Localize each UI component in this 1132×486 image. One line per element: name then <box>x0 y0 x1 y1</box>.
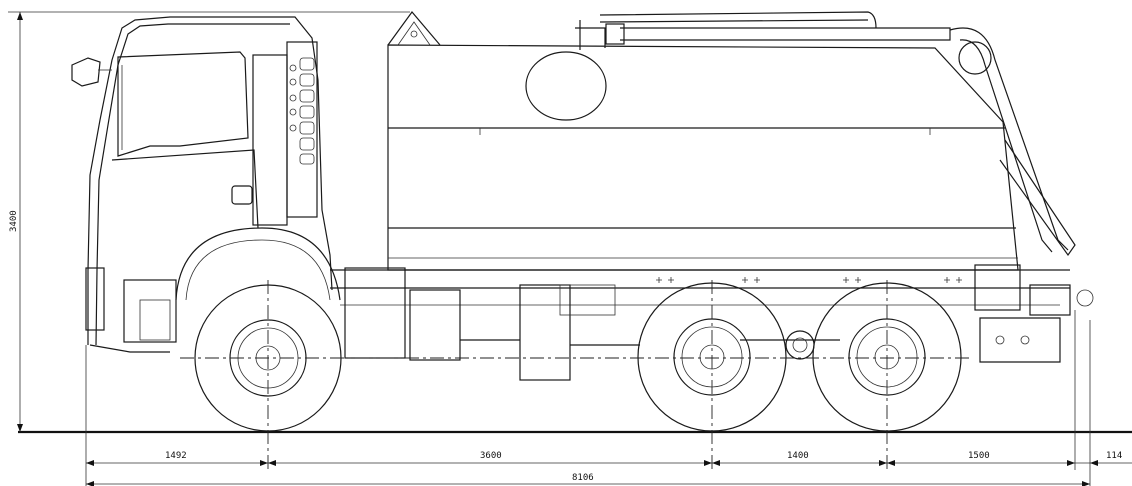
cab-vent-grille <box>289 57 315 165</box>
suction-pipe <box>599 11 877 29</box>
chassis-frame <box>330 264 1094 381</box>
door-handle <box>231 185 253 205</box>
tank-body <box>387 11 1076 271</box>
front-overhang-label: 1492 <box>165 451 187 461</box>
height-dimension <box>8 11 410 432</box>
overall-length-label: 8106 <box>572 473 594 483</box>
centre-lines <box>180 280 970 470</box>
hitch-extra-label: 114 <box>1106 451 1122 461</box>
wheelbase-1-label: 3600 <box>480 451 502 461</box>
height-label: 3400 <box>9 210 19 232</box>
manhole-cover <box>525 51 607 121</box>
side-mirror <box>71 57 101 87</box>
wheelbase-2-label: 1400 <box>787 451 809 461</box>
truck-cab <box>71 16 341 353</box>
rear-overhang-label: 1500 <box>968 451 990 461</box>
length-dimensions <box>85 310 1132 486</box>
